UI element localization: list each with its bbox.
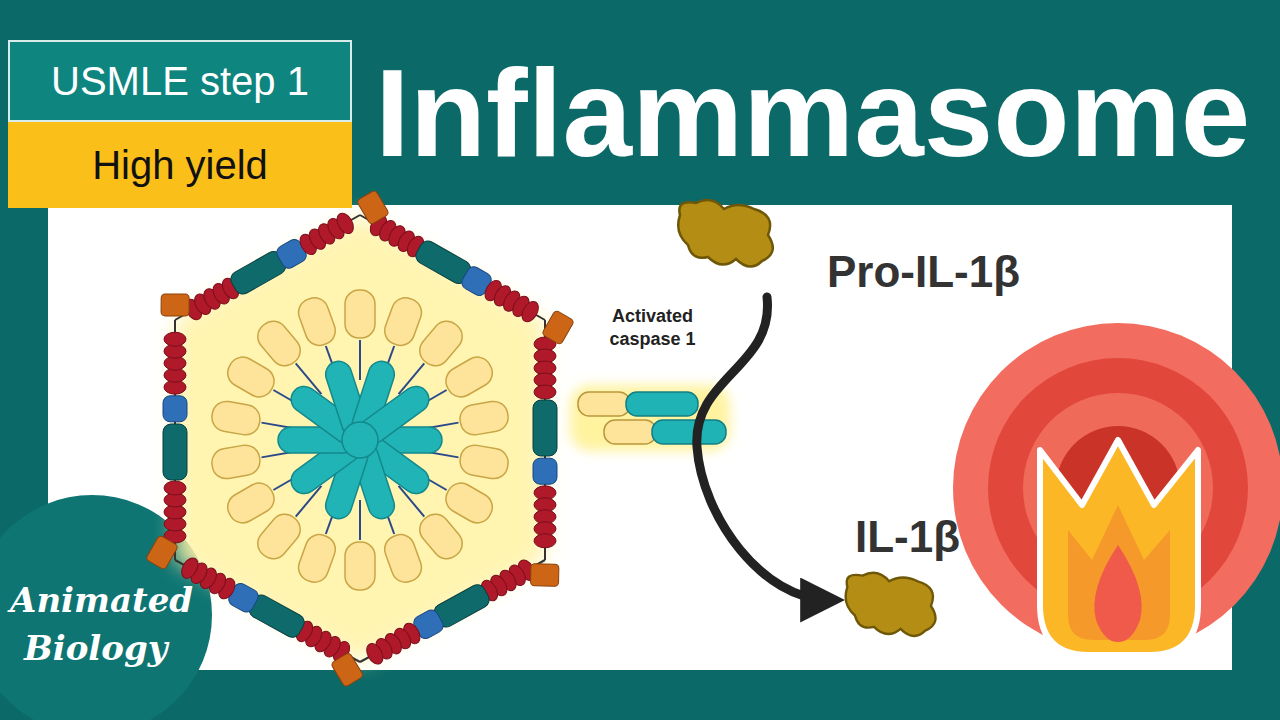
protein-node: IL-1β — [833, 512, 960, 644]
fire-icon — [953, 323, 1280, 655]
node-text: High yield — [92, 143, 268, 188]
caspase-figure — [570, 385, 730, 451]
node-text: IL-1β — [855, 512, 960, 562]
white-panel — [48, 205, 1232, 670]
tag-box: High yield — [8, 122, 352, 208]
node-text: Pro-IL-1β — [827, 247, 1020, 297]
logo-text: Biology — [24, 626, 167, 670]
protein-blob — [672, 195, 782, 275]
logo-text: Animated — [10, 578, 193, 622]
connector-arrow — [697, 297, 829, 600]
node-text: USMLE step 1 — [51, 59, 309, 104]
protein-blob — [833, 568, 951, 644]
caspase-label: Activated caspase 1 — [585, 305, 720, 352]
title: Inflammasome — [375, 38, 1250, 188]
protein-node: Pro-IL-1β — [672, 195, 1020, 297]
inflammasome-illustration — [145, 190, 574, 688]
logo-circle — [0, 495, 212, 720]
tag-box: USMLE step 1 — [8, 40, 352, 122]
